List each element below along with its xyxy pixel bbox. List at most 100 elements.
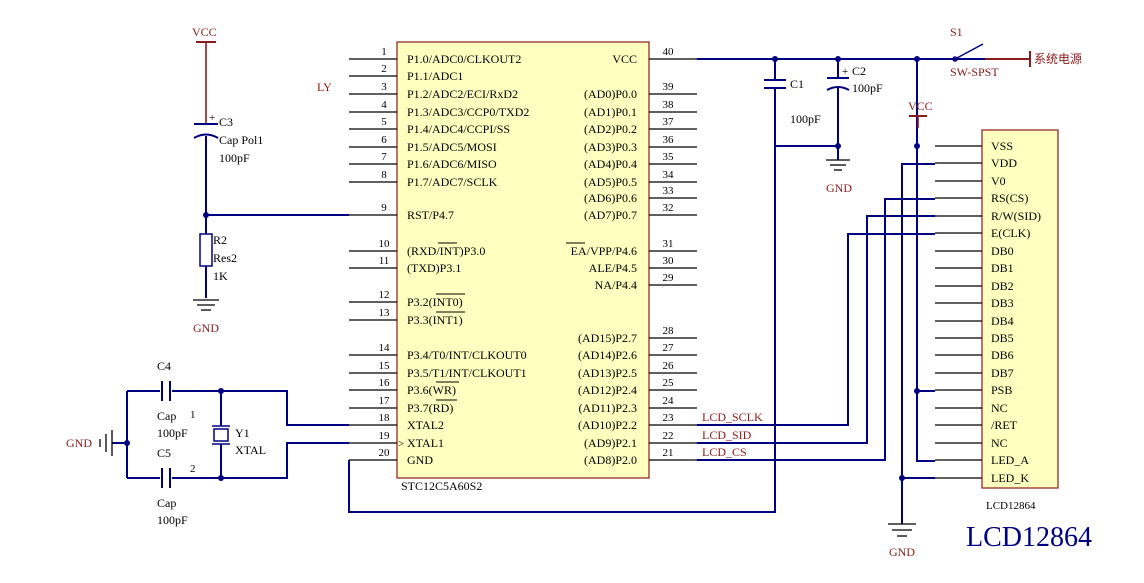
vcc-label-reset: VCC [192, 25, 217, 39]
mcu-pin-label: RST/P4.7 [407, 208, 454, 222]
mcu-pin-number: 39 [663, 81, 675, 93]
mcu-pin-number: 34 [663, 169, 675, 181]
lcd-cs-label: LCD_CS [702, 445, 747, 459]
mcu-pin-label: (AD4)P0.4 [584, 157, 637, 171]
mcu-pin-label: (AD10)P2.2 [578, 418, 637, 432]
mcu-pin-number: 28 [663, 325, 675, 337]
mcu-pin-number: 19 [379, 430, 391, 442]
mcu-pin-number: 22 [663, 430, 674, 442]
c5-value: Cap [157, 496, 176, 510]
mcu-pin-number: 3 [381, 81, 387, 93]
mcu-pin-number: 2 [381, 63, 387, 75]
mcu-pin-label: P1.3/ADC3/CCP0/TXD2 [407, 105, 529, 119]
diagram-title: LCD12864 [966, 522, 1092, 553]
mcu-pin-number: 9 [381, 202, 387, 214]
c4-value: Cap [157, 409, 176, 423]
c3-plus: + [209, 112, 215, 124]
vcc-label-lcd: VCC [908, 99, 933, 113]
mcu-pin-number: 11 [379, 255, 390, 267]
mcu-pin-number: 12 [379, 289, 390, 301]
switch-lever [956, 43, 984, 59]
mcu-pin-label: (AD15)P2.7 [578, 331, 637, 345]
mcu-pin-number: 1 [381, 46, 387, 58]
lcd-pin-label: DB2 [991, 279, 1014, 293]
mcu-pin-number: 37 [663, 116, 675, 128]
mcu-pin-label: (AD12)P2.4 [578, 383, 637, 397]
lcd-sclk-label: LCD_SCLK [702, 410, 763, 424]
mcu-pin-label: (AD13)P2.5 [578, 366, 637, 380]
junction-dot [218, 388, 224, 394]
c5-ref: C5 [157, 446, 171, 460]
gnd-loop [348, 88, 776, 513]
mcu-pin-label: EA/VPP/P4.6 [571, 244, 637, 258]
mcu-pin-label: P1.6/ADC6/MISO [407, 157, 497, 171]
vdd-gnd-net [901, 163, 935, 520]
mcu-pin-number: 33 [663, 185, 675, 197]
lcd-pin-label: DB4 [991, 314, 1014, 328]
mcu-pin-label: (AD8)P2.0 [584, 453, 637, 467]
mcu-pin-number: 23 [663, 412, 675, 424]
mcu-name: STC12C5A60S2 [401, 479, 482, 493]
mcu-pin-number: 5 [381, 116, 387, 128]
mcu-pin-number: 27 [663, 342, 675, 354]
lcd-pin-label: DB3 [991, 296, 1014, 310]
c3-value: Cap Pol1 [219, 133, 263, 147]
mcu-pin-label: (AD5)P0.5 [584, 175, 637, 189]
mcu-pin-label: VCC [612, 52, 637, 66]
lcd-sclk-net [697, 233, 935, 426]
c3-ref: C3 [219, 115, 233, 129]
mcu-pin-number: 14 [379, 342, 391, 354]
mcu-pin-number: 4 [381, 99, 387, 111]
mcu-pin-label: (RXD/INT)P3.0 [407, 244, 485, 258]
mcu-pin-label: (AD0)P0.0 [584, 87, 637, 101]
mcu-pin-label: (AD9)P2.1 [584, 436, 637, 450]
lcd-pin-label: V0 [991, 174, 1006, 188]
power-source-label: 系统电源 [1034, 52, 1082, 66]
mcu-pin-number: 40 [663, 46, 675, 58]
s1-ref: S1 [950, 25, 963, 39]
junction-dot [899, 475, 905, 481]
c3-cap: 100pF [219, 151, 250, 165]
mcu-pin-number: 30 [663, 255, 675, 267]
mcu-pin-number: 29 [663, 272, 675, 284]
mcu-pin-number: 7 [381, 151, 387, 163]
gnd-label: GND [889, 545, 915, 559]
mcu-pin-label: ALE/P4.5 [589, 261, 637, 275]
mcu-pin-label: (AD1)P0.1 [584, 105, 637, 119]
mcu-pin-label: GND [407, 453, 433, 467]
c2-plus: + [842, 66, 848, 78]
junction-dot [914, 388, 920, 394]
mcu-pin-number: 17 [379, 395, 391, 407]
mcu-pin-number: 35 [663, 151, 675, 163]
lcd-pin-label: LED_A [991, 453, 1029, 467]
ly-label: LY [317, 80, 332, 94]
junction-dot [124, 440, 130, 446]
mcu-pin-number: 13 [379, 307, 391, 319]
switch-contact [952, 56, 958, 62]
mcu-pin-number: 26 [663, 360, 675, 372]
mcu-pin-label: XTAL2 [407, 418, 444, 432]
mcu-pin-label: P3.7(RD) [407, 401, 453, 415]
mcu-pin-label: XTAL1 [407, 436, 444, 450]
y1-pin1: 1 [190, 409, 196, 421]
y1-ref: Y1 [235, 426, 250, 440]
xtal1-net [172, 442, 349, 479]
lcd-sid-net [697, 215, 935, 444]
mcu-pin-number: 36 [663, 134, 675, 146]
lcd-pin-label: VDD [991, 156, 1017, 170]
lcd-pin-label: E(CLK) [991, 226, 1030, 240]
lcd-module: LCD12864VSSVDDV0RS(CS)R/W(SID)E(CLK)DB0D… [935, 129, 1059, 512]
mcu-pin-label: P3.5/T1/INT/CLKOUT1 [407, 366, 527, 380]
r2-ref: R2 [213, 233, 227, 247]
c1-ref: C1 [790, 77, 804, 91]
mcu-pin-label: (AD7)P0.7 [584, 208, 637, 222]
r2-value: Res2 [213, 251, 237, 265]
c3-curved-plate [193, 133, 219, 139]
c5-cap: 100pF [157, 513, 188, 527]
mcu-pin-number: 31 [663, 238, 674, 250]
mcu-pin-number: 25 [663, 377, 675, 389]
r2-res: 1K [213, 269, 228, 283]
mcu-pin-label: P1.5/ADC5/MOSI [407, 140, 497, 154]
